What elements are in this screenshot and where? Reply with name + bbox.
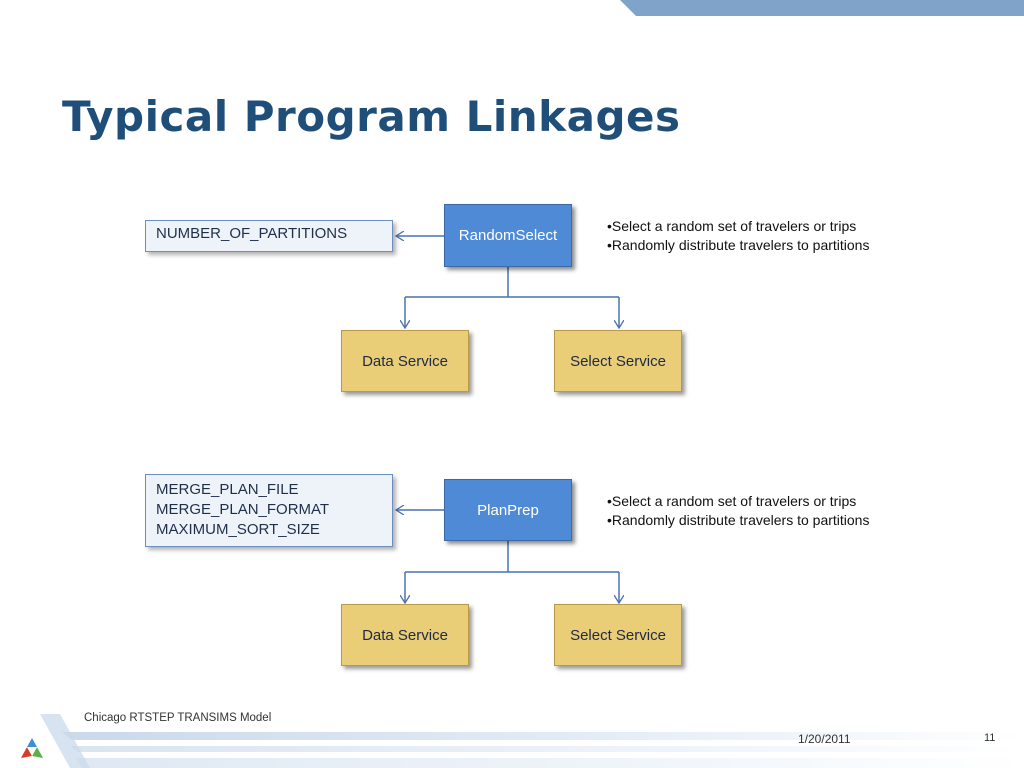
param-item: NUMBER_OF_PARTITIONS: [156, 224, 348, 242]
top-decorative-band: [620, 0, 1024, 16]
bottom-decorative-band: [40, 714, 1024, 768]
params-box-planprep: MERGE_PLAN_FILE MERGE_PLAN_FORMAT MAXIMU…: [145, 474, 393, 547]
select-service-box-1: Select Service: [554, 330, 682, 392]
footer-date: 1/20/2011: [798, 732, 851, 746]
program-box-randomselect: RandomSelect: [444, 204, 572, 267]
program-box-planprep: PlanPrep: [444, 479, 572, 541]
select-service-box-2: Select Service: [554, 604, 682, 666]
param-item: MAXIMUM_SORT_SIZE: [156, 521, 320, 538]
tricolor-triangle-logo: [21, 738, 43, 758]
param-item: MERGE_PLAN_FILE: [156, 481, 299, 498]
param-item: MERGE_PLAN_FORMAT: [156, 501, 330, 518]
footer-text: Chicago RTSTEP TRANSIMS Model: [84, 712, 272, 724]
data-service-box-1: Data Service: [341, 330, 469, 392]
slide-title: Typical Program Linkages: [62, 92, 681, 141]
page-number: 11: [984, 732, 996, 744]
notes-randomselect: •Select a random set of travelers or tri…: [607, 217, 869, 255]
note-line: •Select a random set of travelers or tri…: [607, 493, 857, 509]
note-line: •Randomly distribute travelers to partit…: [607, 237, 870, 253]
params-box-randomselect: NUMBER_OF_PARTITIONS: [145, 220, 393, 252]
note-line: •Randomly distribute travelers to partit…: [607, 512, 870, 528]
note-line: •Select a random set of travelers or tri…: [607, 218, 857, 234]
data-service-box-2: Data Service: [341, 604, 469, 666]
notes-planprep: •Select a random set of travelers or tri…: [607, 492, 869, 530]
